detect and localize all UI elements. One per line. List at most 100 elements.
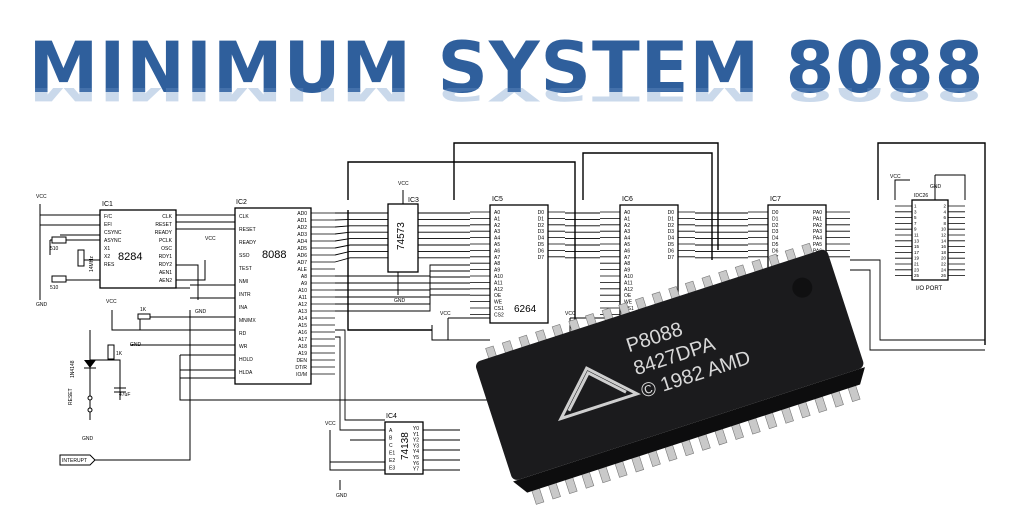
pin-label: CSYNC — [104, 230, 122, 236]
pin-number: 23 — [914, 267, 920, 272]
pin-label: D3 — [538, 229, 545, 235]
pin-label: A4 — [624, 236, 630, 242]
pin-label: D7 — [668, 255, 675, 261]
pin-number: 2 — [943, 204, 946, 209]
vcc-label: VCC — [325, 421, 336, 427]
pin-label: AD0 — [297, 211, 307, 217]
ic7-ref: IC7 — [770, 196, 781, 203]
pin-label: A16 — [298, 330, 307, 336]
pin-number: 14 — [941, 238, 947, 243]
pin-label: A6 — [624, 248, 630, 254]
pin-label: Y5 — [413, 455, 419, 461]
pin-label: ASYNC — [104, 238, 122, 244]
pin-label: D6 — [772, 248, 779, 254]
pin-label: A0 — [494, 210, 500, 216]
pin-label: RES — [104, 262, 115, 268]
pin-label: AD3 — [297, 232, 307, 238]
pin-label: MN/MX — [239, 318, 256, 324]
pin-number: 10 — [941, 227, 947, 232]
vcc-label: VCC — [565, 311, 576, 317]
pin-number: 11 — [914, 233, 919, 238]
pin-label: A0 — [624, 210, 630, 216]
pin-label: A13 — [298, 309, 307, 315]
pin-label: E3 — [389, 466, 395, 472]
pin-label: A7 — [494, 255, 500, 261]
bus-wires — [334, 212, 985, 431]
pin-label: A2 — [624, 223, 630, 229]
interrupt-label: INTERUPT — [62, 458, 87, 464]
bus-wire — [335, 329, 385, 421]
gnd-label: GND — [36, 302, 48, 308]
pin-label: A12 — [624, 287, 633, 293]
vcc-label: VCC — [205, 236, 216, 242]
pin-label: D5 — [538, 242, 545, 248]
bus-loops — [347, 142, 986, 345]
pin-label: D3 — [772, 229, 779, 235]
pin-number: 21 — [914, 262, 920, 267]
ic2-part: 8088 — [262, 249, 286, 261]
pin-label: X2 — [104, 254, 110, 260]
passives: 510 510 14MHz 1K 1K 1N4148 47uF RESET — [50, 236, 151, 413]
pin-label: OE — [624, 293, 632, 299]
pin-label: NMI — [239, 279, 248, 285]
pin-label: A8 — [494, 261, 500, 267]
vcc-label: VCC — [890, 174, 901, 180]
pin-number: 19 — [914, 256, 920, 261]
resistor-1k: 1K — [140, 307, 147, 313]
pin-number: 5 — [914, 215, 917, 220]
pin-label: D2 — [538, 223, 545, 229]
resistor-510a: 510 — [50, 246, 59, 252]
pin-label: SSO — [239, 253, 250, 259]
bus-wire — [334, 231, 388, 235]
bus-wire — [334, 218, 388, 221]
pin-label: OSC — [161, 246, 172, 252]
bus-wire — [334, 225, 388, 228]
pin-label: AD2 — [297, 225, 307, 231]
pin-number: 17 — [914, 250, 920, 255]
pin-label: A12 — [298, 302, 307, 308]
ic3-ref: IC3 — [408, 197, 419, 204]
pin-label: A9 — [624, 268, 630, 274]
pin-label: READY — [155, 230, 173, 236]
pin-label: DT/R — [295, 365, 307, 371]
pin-label: A11 — [298, 295, 307, 301]
pin-label: PA1 — [813, 216, 822, 222]
ic5-6264: IC5 6264 A0A1A2A3A4A5A6A7A8A9A10A11A12OE… — [470, 196, 565, 324]
ic3-part: 74573 — [396, 222, 407, 250]
pin-label: AD5 — [297, 246, 307, 252]
page-title: MINIMUM SYSTEM 8088 — [28, 27, 985, 109]
pin-label: D0 — [538, 210, 545, 216]
pin-label: A10 — [624, 274, 633, 280]
pin-label: Y6 — [413, 461, 419, 467]
pin-label: D4 — [538, 236, 545, 242]
pin-label: PA3 — [813, 229, 822, 235]
pin-label: A14 — [298, 316, 307, 322]
pin-number: 8 — [943, 221, 946, 226]
misc-wires — [39, 174, 966, 490]
pin-label: IO/M — [296, 372, 307, 378]
pin-label: A11 — [624, 280, 633, 286]
pin-label: WE — [624, 300, 633, 306]
pin-label: WR — [239, 344, 248, 350]
pin-label: PA2 — [813, 223, 822, 229]
pin-label: A9 — [301, 281, 307, 287]
pin-label: D6 — [538, 248, 545, 254]
pin-label: A6 — [494, 248, 500, 254]
pin-label: PA5 — [813, 242, 822, 248]
ic4-ref: IC4 — [386, 413, 397, 420]
pin-label: CS2 — [494, 312, 504, 318]
pin-label: PCLK — [159, 238, 173, 244]
pin-number: 7 — [914, 221, 917, 226]
crystal-label: 14MHz — [89, 256, 95, 272]
pin-label: F/C — [104, 214, 112, 220]
ic2-8088: IC2 8088 CLKRESETREADYSSOTESTNMIINTRINAM… — [234, 199, 335, 385]
capacitor-label: 47uF — [119, 392, 130, 398]
resistor-510b: 510 — [50, 285, 59, 291]
pin-number: 20 — [941, 256, 947, 261]
pin-label: A4 — [494, 236, 500, 242]
bus-wire — [334, 250, 388, 256]
